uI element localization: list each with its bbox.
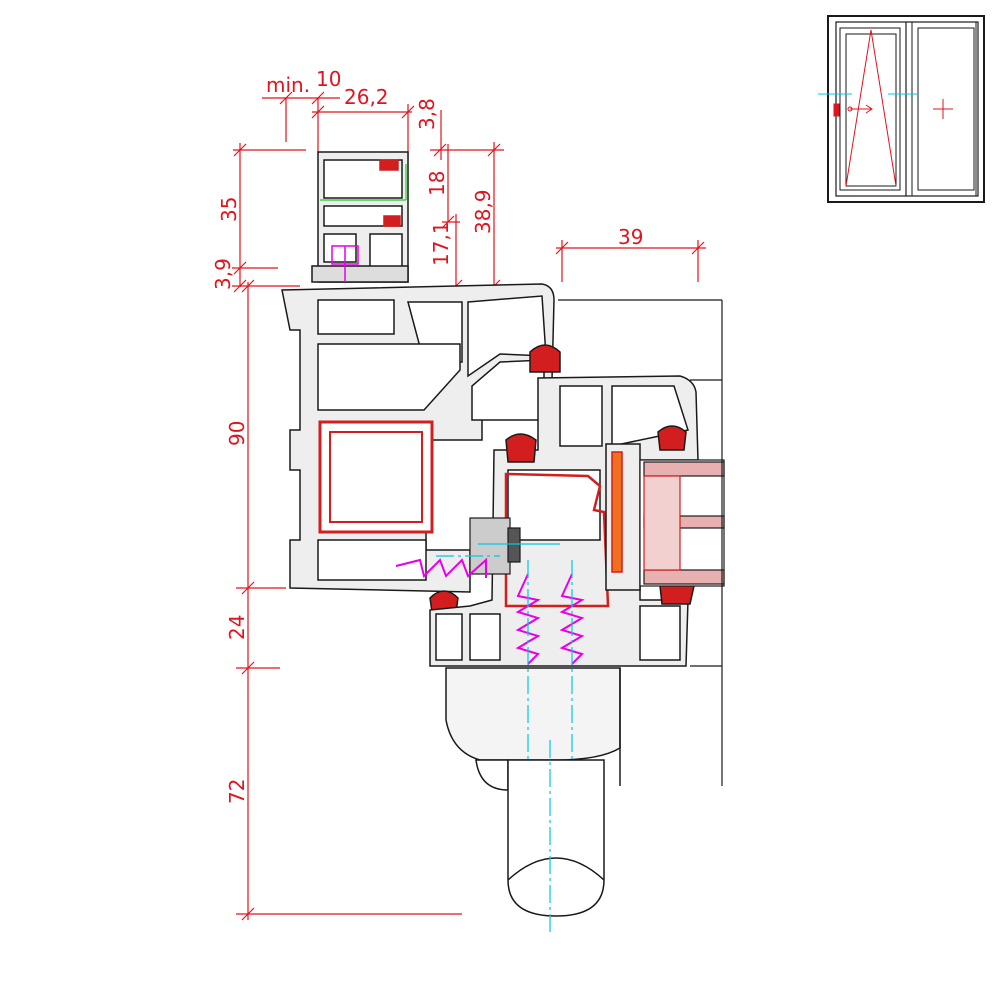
dim-min-label: min. xyxy=(266,73,310,97)
dim-h-90: 90 xyxy=(225,421,249,446)
dim-gap-top: 3,8 xyxy=(415,98,439,130)
dim-h-72: 72 xyxy=(225,779,249,804)
dim-h-3-9: 3,9 xyxy=(211,258,235,290)
lower-adapter-profile xyxy=(445,667,621,917)
dim-h-17-1: 17,1 xyxy=(429,221,453,266)
dim-w-39: 39 xyxy=(618,225,643,249)
dim-h-38-9: 38,9 xyxy=(471,189,495,234)
top-addon-profile xyxy=(311,151,409,283)
dim-min-value: 10 xyxy=(316,67,341,91)
main-frame-profile xyxy=(281,283,561,613)
dim-h-35: 35 xyxy=(217,197,241,222)
sash-profile xyxy=(429,375,699,667)
dim-h-18: 18 xyxy=(425,171,449,196)
glass-unit xyxy=(558,299,725,786)
hardware-lock xyxy=(469,517,560,575)
center-axis-lines xyxy=(436,555,573,934)
window-elevation-thumbnail xyxy=(818,15,985,203)
dim-width-top: 26,2 xyxy=(344,85,389,109)
dim-h-24: 24 xyxy=(225,615,249,640)
dimension-lines xyxy=(232,91,706,921)
